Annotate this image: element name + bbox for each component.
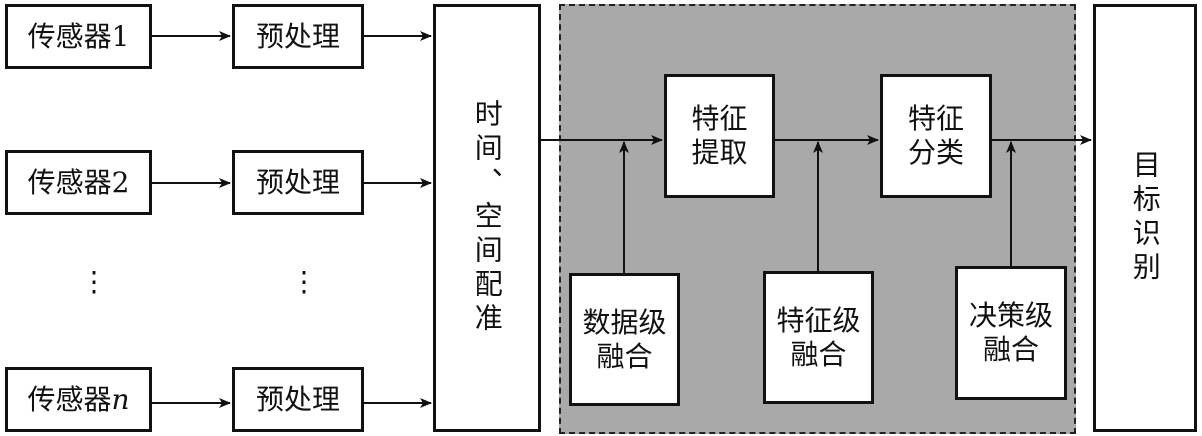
data-fusion-line1: 数据级 bbox=[582, 305, 667, 339]
feature-extract-line1: 特征 bbox=[691, 102, 748, 136]
sensor-2-box: 传感器2 bbox=[5, 150, 152, 215]
preprocess-n-box: 预处理 bbox=[232, 367, 364, 432]
decision-fusion-line2: 融合 bbox=[982, 333, 1039, 366]
feature-extract-line2: 提取 bbox=[691, 136, 748, 169]
registration-label: 时间、空间配准 bbox=[470, 99, 504, 337]
sensor-ellipsis: ⋮ bbox=[80, 265, 108, 298]
sensor-n-text: 传感器 bbox=[27, 382, 112, 416]
feature-classify-line1: 特征 bbox=[907, 102, 964, 136]
preprocess-ellipsis: ⋮ bbox=[290, 265, 318, 298]
data-fusion-box: 数据级 融合 bbox=[569, 273, 680, 406]
sensor-n-label: 传感器n bbox=[27, 383, 129, 417]
sensor-1-label: 传感器1 bbox=[27, 19, 130, 53]
preprocess-2-label: 预处理 bbox=[255, 165, 340, 199]
feature-extract-box: 特征 提取 bbox=[664, 74, 775, 198]
feature-fusion-line2: 融合 bbox=[790, 337, 847, 371]
preprocess-2-box: 预处理 bbox=[232, 150, 364, 215]
decision-fusion-label: 决策级 融合 bbox=[969, 299, 1053, 366]
preprocess-n-label: 预处理 bbox=[255, 382, 340, 416]
sensor-2-label: 传感器2 bbox=[27, 165, 130, 199]
registration-box: 时间、空间配准 bbox=[433, 4, 541, 432]
target-recognition-box: 目标识别 bbox=[1093, 4, 1197, 432]
feature-fusion-box: 特征级 融合 bbox=[763, 271, 874, 404]
feature-classify-label: 特征 分类 bbox=[908, 102, 964, 169]
sensor-1-box: 传感器1 bbox=[5, 4, 152, 69]
preprocess-1-box: 预处理 bbox=[232, 4, 364, 69]
preprocess-1-label: 预处理 bbox=[255, 19, 340, 53]
data-fusion-line2: 融合 bbox=[596, 339, 653, 373]
target-recognition-label: 目标识别 bbox=[1128, 150, 1162, 286]
sensor-n-box: 传感器n bbox=[5, 367, 152, 432]
data-fusion-label: 数据级 融合 bbox=[582, 306, 666, 373]
feature-fusion-line1: 特征级 bbox=[776, 303, 861, 337]
feature-fusion-label: 特征级 融合 bbox=[776, 304, 860, 371]
feature-classify-box: 特征 分类 bbox=[880, 74, 992, 198]
decision-fusion-line1: 决策级 bbox=[968, 299, 1053, 333]
sensor-n-suffix: n bbox=[111, 382, 130, 416]
decision-fusion-box: 决策级 融合 bbox=[955, 266, 1067, 400]
feature-classify-line2: 分类 bbox=[907, 136, 964, 169]
feature-extract-label: 特征 提取 bbox=[691, 102, 747, 169]
